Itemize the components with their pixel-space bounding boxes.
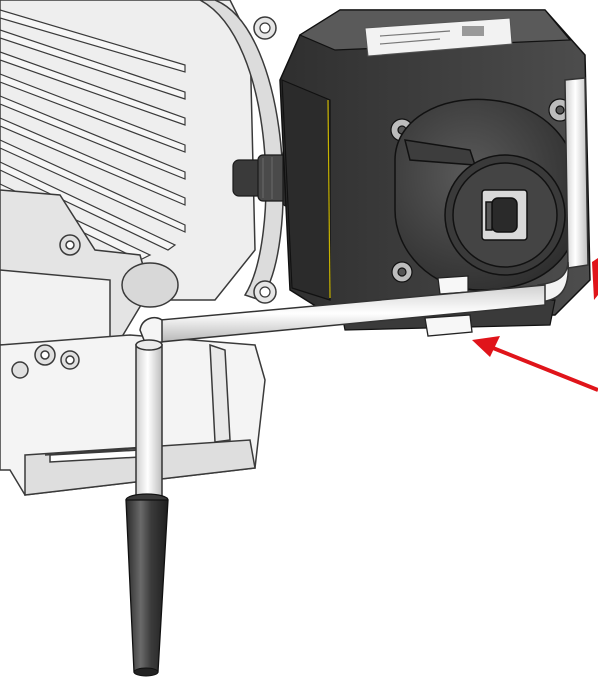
- motor-flange: [199, 0, 284, 301]
- latch-tab: [424, 275, 473, 337]
- nameplate-label: [364, 17, 513, 57]
- red-arrow: [472, 258, 598, 392]
- base-bolt-d: [11, 361, 29, 379]
- handle-grip: [125, 493, 169, 677]
- handle-frame: [135, 77, 589, 501]
- rotary-switch: [394, 98, 582, 291]
- mounting-base: [0, 189, 266, 496]
- red-arrow-edge: [592, 258, 598, 300]
- housing-seam: [327, 99, 331, 299]
